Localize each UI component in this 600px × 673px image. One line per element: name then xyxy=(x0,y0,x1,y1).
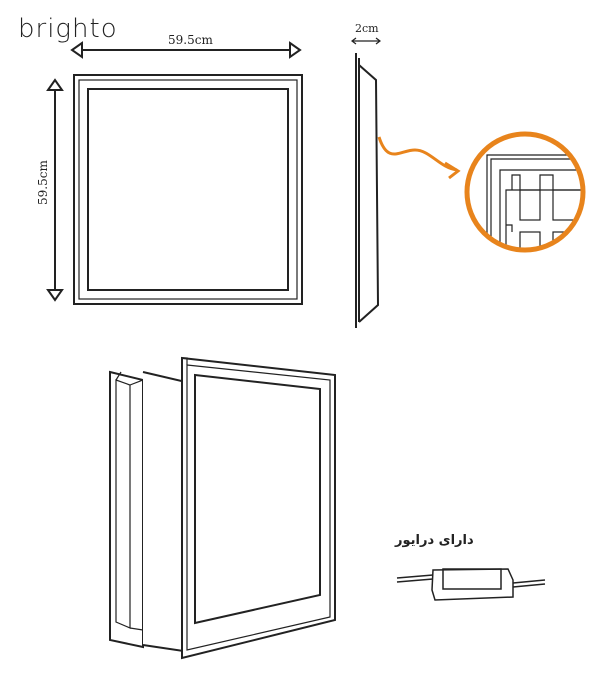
panel-exploded-view xyxy=(109,356,336,660)
width-dimension-arrow xyxy=(70,41,302,59)
led-driver xyxy=(396,568,546,601)
panel-front-view xyxy=(73,74,303,305)
brand-logo: brighto xyxy=(18,14,118,44)
frame-detail-zoom xyxy=(464,131,586,253)
height-dimension-arrow xyxy=(46,78,64,302)
driver-label: دارای درایور xyxy=(395,533,474,548)
panel-side-profile xyxy=(355,53,380,328)
detail-arrow xyxy=(377,136,461,180)
depth-label: 2cm xyxy=(355,22,379,35)
width-label: 59.5cm xyxy=(168,33,213,47)
depth-dimension-arrow xyxy=(351,37,381,45)
height-label: 59.5cm xyxy=(36,160,50,205)
